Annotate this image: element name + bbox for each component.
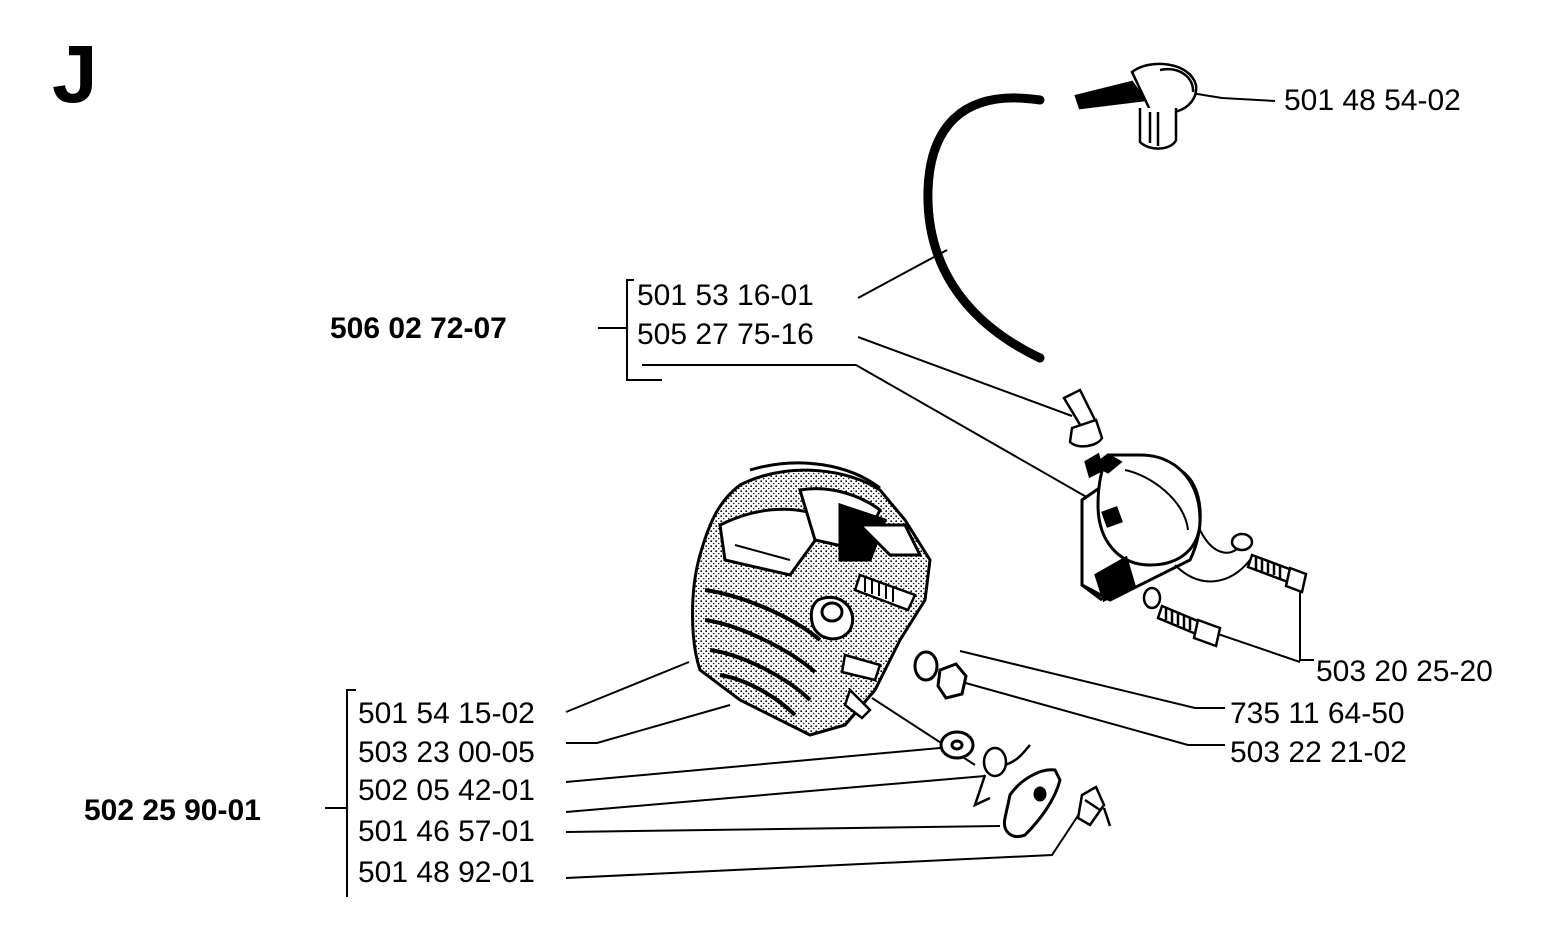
pawl-part bbox=[1002, 768, 1062, 838]
nut-part bbox=[936, 662, 968, 700]
part-label-spark-plug-cap: 501 48 54-02 bbox=[1284, 84, 1461, 117]
ignition-module bbox=[1080, 452, 1254, 603]
thrust-washer-part bbox=[939, 730, 975, 760]
assembly-label-ignition: 506 02 72-07 bbox=[330, 312, 507, 345]
part-label-washer: 735 11 64-50 bbox=[1230, 697, 1405, 730]
pawl-clip-part bbox=[1076, 785, 1112, 827]
coil-screw-lower bbox=[1142, 586, 1222, 648]
section-letter: J bbox=[52, 29, 98, 120]
part-label-key: 503 23 00-05 bbox=[358, 736, 535, 769]
flywheel bbox=[691, 461, 932, 737]
leader-lines bbox=[565, 91, 1314, 879]
part-label-thrust-washer: 502 05 42-01 bbox=[358, 774, 535, 807]
coil-screw-upper bbox=[1246, 553, 1308, 594]
part-label-spring: 501 46 57-01 bbox=[358, 815, 535, 848]
spark-plug-cap bbox=[1074, 62, 1198, 150]
ignition-lead-wire bbox=[923, 93, 1045, 363]
part-label-coil-screws: 503 20 25-20 bbox=[1316, 655, 1493, 688]
part-label-flywheel: 501 54 15-02 bbox=[358, 697, 535, 730]
washer-part bbox=[913, 650, 939, 682]
part-label-lead-connector: 505 27 75-16 bbox=[637, 318, 814, 351]
part-label-ignition-lead: 501 53 16-01 bbox=[637, 279, 814, 312]
part-label-pawl: 501 48 92-01 bbox=[358, 856, 535, 889]
spring-part bbox=[972, 744, 1031, 808]
assembly-label-flywheel: 502 25 90-01 bbox=[84, 794, 261, 827]
part-label-nut: 503 22 21-02 bbox=[1230, 736, 1407, 769]
ignition-assembly-bracket bbox=[598, 279, 662, 381]
flywheel-assembly-bracket bbox=[325, 689, 356, 897]
lead-connector bbox=[1062, 388, 1104, 448]
